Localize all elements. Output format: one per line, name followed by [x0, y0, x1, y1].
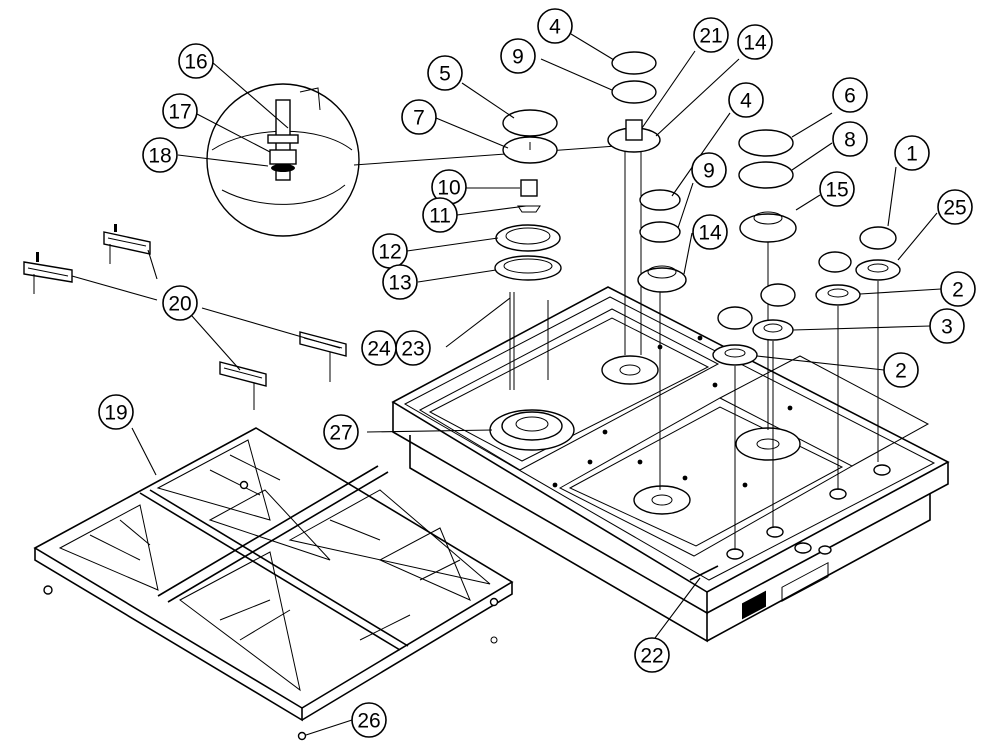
leader-lines [71, 33, 942, 736]
callout-17: 17 [162, 93, 198, 129]
burner-stack-middle [637, 189, 687, 490]
callout-8: 8 [832, 121, 868, 157]
callout-3: 3 [929, 308, 965, 344]
svg-text:3: 3 [941, 316, 953, 339]
svg-text:11: 11 [429, 205, 451, 228]
burner-stack-left [494, 109, 562, 390]
callout-10: 10 [431, 169, 467, 205]
burner-stack-right [738, 129, 797, 430]
cooktop-chassis [391, 286, 950, 644]
grate [33, 427, 514, 741]
svg-text:7: 7 [413, 107, 425, 130]
callout-19: 19 [98, 394, 134, 430]
callout-16: 16 [178, 43, 214, 79]
callout-14-mid: 14 [692, 214, 728, 250]
callout-4-top: 4 [537, 8, 573, 44]
svg-text:1: 1 [906, 143, 918, 166]
callout-27: 27 [323, 414, 359, 450]
svg-text:14: 14 [698, 222, 722, 245]
svg-text:2: 2 [952, 279, 964, 302]
igniter-detail-inset [206, 83, 631, 237]
svg-text:18: 18 [148, 145, 171, 168]
svg-text:26: 26 [357, 710, 380, 733]
svg-text:21: 21 [699, 25, 722, 48]
callout-2-upper: 2 [940, 271, 976, 307]
burner-stack-center [607, 51, 661, 355]
callout-5: 5 [427, 55, 463, 91]
callout-25: 25 [937, 189, 973, 225]
svg-text:15: 15 [825, 179, 848, 202]
callouts: 1 2 2 3 4 4 5 6 7 8 9 9 10 11 12 13 14 1… [98, 8, 976, 738]
svg-text:23: 23 [401, 338, 424, 361]
callout-11: 11 [422, 197, 458, 233]
callout-15: 15 [819, 171, 855, 207]
callout-9-mid: 9 [691, 152, 727, 188]
callout-24: 24 [361, 330, 397, 366]
svg-text:27: 27 [329, 422, 352, 445]
svg-text:9: 9 [703, 160, 715, 183]
callout-6: 6 [832, 77, 868, 113]
svg-text:5: 5 [439, 63, 451, 86]
callout-20: 20 [162, 285, 198, 321]
control-knobs [712, 226, 901, 550]
callout-18: 18 [142, 137, 178, 173]
svg-text:24: 24 [367, 338, 391, 361]
callout-22: 22 [634, 637, 670, 673]
svg-text:22: 22 [640, 645, 663, 668]
callout-12: 12 [372, 233, 408, 269]
svg-text:4: 4 [549, 16, 561, 39]
svg-text:25: 25 [943, 197, 966, 220]
svg-text:14: 14 [743, 32, 767, 55]
svg-text:17: 17 [168, 101, 191, 124]
callout-1: 1 [894, 135, 930, 171]
svg-text:19: 19 [104, 402, 127, 425]
svg-text:12: 12 [378, 241, 401, 264]
svg-text:4: 4 [740, 90, 752, 113]
svg-text:20: 20 [168, 293, 191, 316]
svg-text:6: 6 [844, 85, 856, 108]
callout-4-mid: 4 [728, 82, 764, 118]
callout-13: 13 [382, 264, 418, 300]
callout-21: 21 [693, 17, 729, 53]
callout-23: 23 [395, 330, 431, 366]
svg-text:10: 10 [437, 177, 460, 200]
callout-14-top: 14 [737, 24, 773, 60]
svg-text:16: 16 [184, 51, 207, 74]
svg-text:2: 2 [895, 360, 907, 383]
mounting-brackets [23, 224, 347, 410]
svg-text:9: 9 [512, 46, 524, 69]
svg-text:8: 8 [844, 129, 856, 152]
svg-text:13: 13 [388, 272, 411, 295]
callout-7: 7 [401, 99, 437, 135]
callout-26: 26 [351, 702, 387, 738]
callout-9-top: 9 [500, 38, 536, 74]
callout-2-lower: 2 [883, 352, 919, 388]
